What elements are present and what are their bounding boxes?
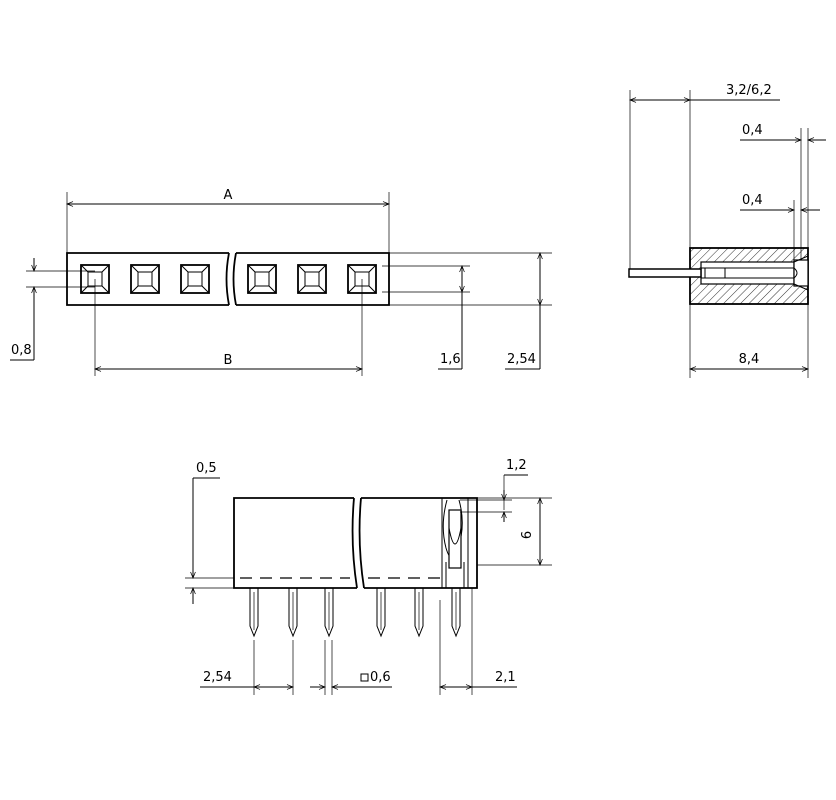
pin-row <box>249 588 461 638</box>
top-break-left <box>225 252 230 306</box>
dim-label-0-4-top: 0,4 <box>742 123 763 138</box>
top-break-right <box>232 252 237 306</box>
side-pin <box>628 268 702 278</box>
side-view: 3,2/6,2 0,4 0,4 8,4 <box>628 83 826 378</box>
top-view: A B 0,8 1,6 2,54 <box>10 188 552 376</box>
contact-cavity <box>180 264 210 294</box>
dim-label-8-4: 8,4 <box>739 352 760 367</box>
dim-label-2-54-pitch: 2,54 <box>203 670 232 685</box>
cavity-row <box>80 264 377 294</box>
pin <box>376 588 386 638</box>
pin <box>324 588 334 638</box>
front-view: 0,5 1,2 6 2,54 0,6 2,1 <box>185 458 552 695</box>
contact-cavity <box>247 264 277 294</box>
dim-label-0-4-lower: 0,4 <box>742 193 763 208</box>
dim-label-2-1: 2,1 <box>495 670 516 685</box>
dim-label-a: A <box>224 188 233 203</box>
front-body-right <box>361 497 478 589</box>
pin <box>288 588 298 638</box>
dim-label-6: 6 <box>520 531 535 539</box>
front-body-left <box>233 497 357 589</box>
contact-cavity <box>130 264 160 294</box>
top-body-right <box>236 252 390 306</box>
dim-label-2-54: 2,54 <box>507 352 536 367</box>
dim-label-3-2-6-2: 3,2/6,2 <box>726 83 772 98</box>
side-cavity <box>700 261 795 285</box>
dim-label-1-6: 1,6 <box>440 352 461 367</box>
dim-label-1-2: 1,2 <box>506 458 527 473</box>
dim-label-0-6: 0,6 <box>370 670 391 685</box>
dim-label-b: B <box>224 353 233 368</box>
pin <box>249 588 259 638</box>
dim-label-0-5: 0,5 <box>196 461 217 476</box>
top-body-left <box>66 252 229 306</box>
pin <box>414 588 424 638</box>
dim-label-0-8: 0,8 <box>11 343 32 358</box>
contact-cavity <box>297 264 327 294</box>
pin <box>451 588 461 638</box>
